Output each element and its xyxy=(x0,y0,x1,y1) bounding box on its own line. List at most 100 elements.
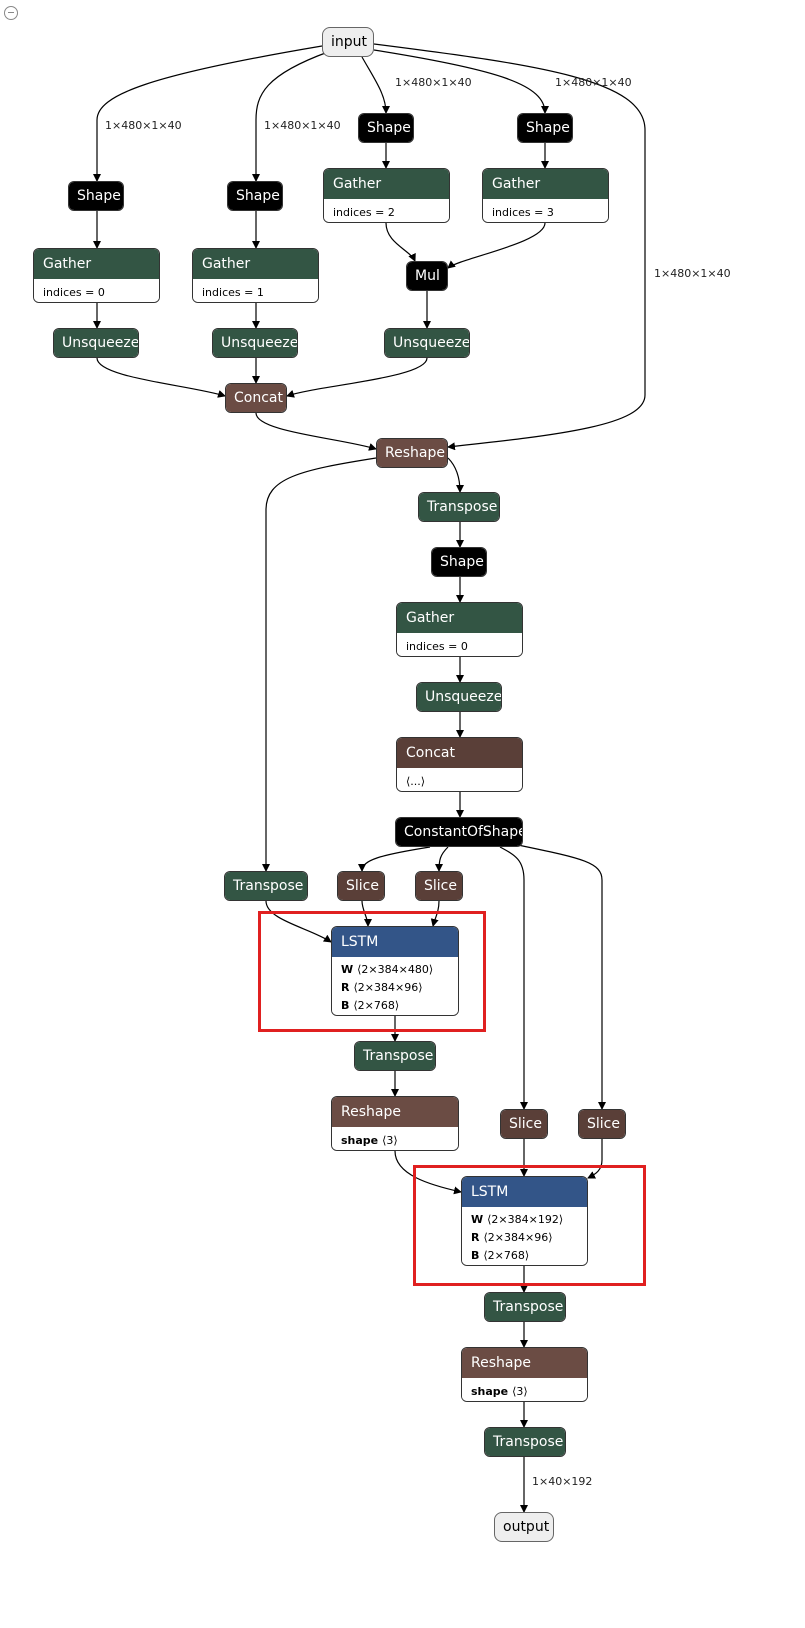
node-transpose1[interactable]: Transpose xyxy=(418,492,500,522)
node-label: Transpose xyxy=(225,872,307,900)
edge-label: 1×480×1×40 xyxy=(105,119,182,132)
attribute-value: ⟨2×768⟩ xyxy=(353,999,400,1012)
attribute-row: indices = 0 xyxy=(43,284,150,302)
node-label: Gather xyxy=(324,169,449,199)
edge-in-reshape1 xyxy=(373,43,646,451)
node-label: ConstantOfShape xyxy=(396,818,522,846)
node-concat2[interactable]: Concat ⟨...⟩ xyxy=(396,737,523,792)
node-shape3[interactable]: Shape xyxy=(358,113,414,143)
node-mul[interactable]: Mul xyxy=(406,261,448,291)
node-label: Slice xyxy=(579,1110,625,1138)
edge-cos-slice3 xyxy=(499,846,528,1110)
attribute-value: ⟨...⟩ xyxy=(406,775,426,788)
node-transpose2[interactable]: Transpose xyxy=(224,871,308,901)
node-label: Transpose xyxy=(419,493,499,521)
edge-unsq3-concat1 xyxy=(286,357,428,398)
node-label: LSTM xyxy=(462,1177,587,1207)
edge-in-shape2 xyxy=(252,51,329,182)
attribute-key: R xyxy=(341,981,350,994)
node-input[interactable]: input xyxy=(322,27,374,57)
node-label: output xyxy=(503,1519,550,1535)
node-shape4[interactable]: Shape xyxy=(517,113,573,143)
node-slice3[interactable]: Slice xyxy=(500,1109,548,1139)
attribute-row: B⟨2×768⟩ xyxy=(341,997,449,1015)
attribute-value: ⟨2×384×480⟩ xyxy=(357,963,434,976)
node-transpose4[interactable]: Transpose xyxy=(484,1292,566,1322)
edge-cos-slice1 xyxy=(358,846,431,872)
attribute-row: B⟨2×768⟩ xyxy=(471,1247,578,1265)
node-gather3[interactable]: Gather indices = 2 xyxy=(323,168,450,223)
node-concat1[interactable]: Concat xyxy=(225,383,287,413)
attribute-key: shape xyxy=(341,1134,379,1147)
attribute-row: shape⟨3⟩ xyxy=(341,1132,449,1150)
node-label: Unsqueeze xyxy=(385,329,469,357)
attribute-value: indices = 0 xyxy=(406,640,468,653)
node-label: Gather xyxy=(34,249,159,279)
attribute-key: shape xyxy=(471,1385,509,1398)
node-label: input xyxy=(331,34,368,50)
edge-concat1-reshape1 xyxy=(255,412,377,451)
node-transpose5[interactable]: Transpose xyxy=(484,1427,566,1457)
node-label: Slice xyxy=(416,872,462,900)
attribute-row: indices = 2 xyxy=(333,204,440,222)
node-slice2[interactable]: Slice xyxy=(415,871,463,901)
node-shape5[interactable]: Shape xyxy=(431,547,487,577)
edge-label: 1×480×1×40 xyxy=(264,119,341,132)
zoom-out-icon[interactable] xyxy=(4,6,18,20)
attribute-key: W xyxy=(471,1213,484,1226)
node-label: Transpose xyxy=(485,1428,565,1456)
node-label: Shape xyxy=(432,548,486,576)
node-reshape1[interactable]: Reshape xyxy=(376,438,448,468)
node-slice1[interactable]: Slice xyxy=(337,871,385,901)
node-slice4[interactable]: Slice xyxy=(578,1109,626,1139)
edge-gather4-mul xyxy=(447,222,546,269)
edge-in-shape3 xyxy=(361,56,390,114)
attribute-row: W⟨2×384×192⟩ xyxy=(471,1211,578,1229)
node-unsq1[interactable]: Unsqueeze xyxy=(53,328,139,358)
node-label: LSTM xyxy=(332,927,458,957)
node-label: Slice xyxy=(338,872,384,900)
attribute-value: indices = 1 xyxy=(202,286,264,299)
edge-cos-slice2 xyxy=(435,846,449,872)
node-unsq2[interactable]: Unsqueeze xyxy=(212,328,298,358)
node-output[interactable]: output xyxy=(494,1512,554,1542)
node-shape1[interactable]: Shape xyxy=(68,181,124,211)
edge-in-shape4 xyxy=(373,49,549,114)
attribute-row: indices = 0 xyxy=(406,638,513,656)
edge-slice4-lstm2 xyxy=(587,1139,603,1179)
node-gather1[interactable]: Gather indices = 0 xyxy=(33,248,160,303)
node-label: Slice xyxy=(501,1110,547,1138)
node-shape2[interactable]: Shape xyxy=(227,181,283,211)
attribute-row: indices = 3 xyxy=(492,204,599,222)
node-label: Mul xyxy=(407,262,447,290)
edge-reshape2-lstm2 xyxy=(394,1150,462,1195)
node-attributes: ⟨...⟩ xyxy=(397,768,522,791)
node-attributes: indices = 1 xyxy=(193,279,318,302)
node-label: Unsqueeze xyxy=(213,329,297,357)
node-unsq3[interactable]: Unsqueeze xyxy=(384,328,470,358)
node-attributes: indices = 2 xyxy=(324,199,449,222)
edge-cos-slice4 xyxy=(517,844,606,1110)
edge-transpose2-lstm1 xyxy=(265,900,332,943)
node-cos[interactable]: ConstantOfShape xyxy=(395,817,523,847)
node-label: Transpose xyxy=(485,1293,565,1321)
node-attributes: W⟨2×384×192⟩R⟨2×384×96⟩B⟨2×768⟩ xyxy=(462,1207,587,1265)
node-label: Concat xyxy=(397,738,522,768)
attribute-value: ⟨2×768⟩ xyxy=(483,1249,530,1262)
node-attributes: indices = 0 xyxy=(34,279,159,302)
node-unsq4[interactable]: Unsqueeze xyxy=(416,682,502,712)
node-transpose3[interactable]: Transpose xyxy=(354,1041,436,1071)
node-label: Unsqueeze xyxy=(54,329,138,357)
attribute-row: R⟨2×384×96⟩ xyxy=(341,979,449,997)
node-label: Reshape xyxy=(462,1348,587,1378)
attribute-value: indices = 0 xyxy=(43,286,105,299)
